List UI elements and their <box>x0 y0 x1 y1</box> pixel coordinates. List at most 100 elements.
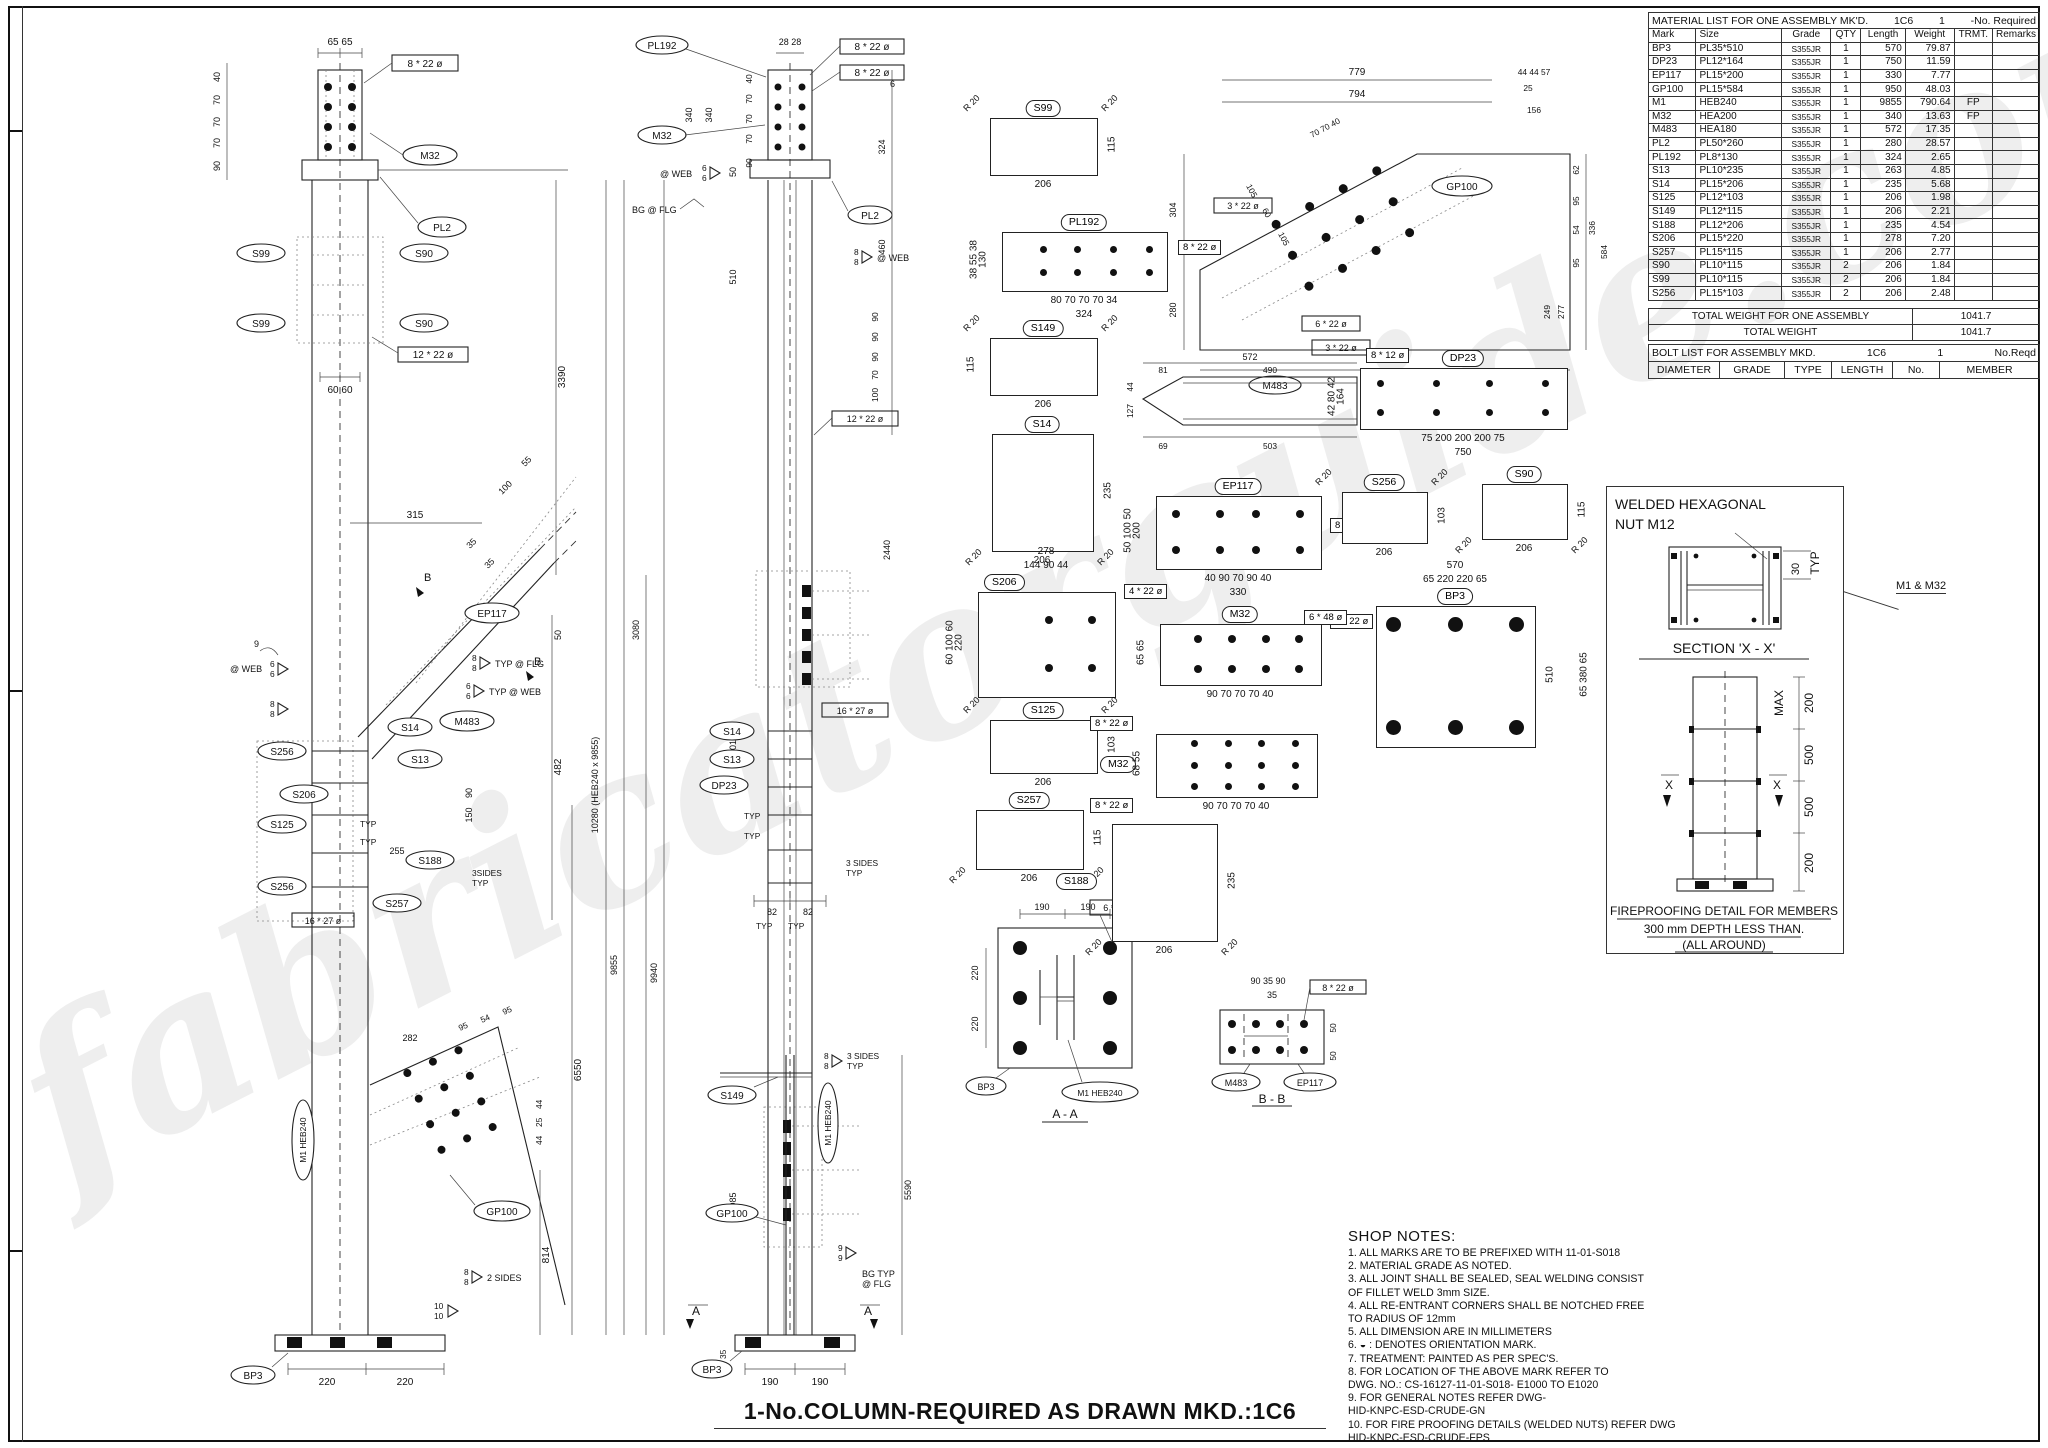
shop-note-item: 2. MATERIAL GRADE AS NOTED. <box>1348 1260 1512 1273</box>
svg-text:8 * 22 ø: 8 * 22 ø <box>854 68 889 79</box>
svg-text:95: 95 <box>1571 258 1581 268</box>
dimension: 235 <box>1226 872 1238 889</box>
svg-text:95: 95 <box>1571 196 1581 206</box>
svg-text:X: X <box>1773 778 1781 792</box>
svg-text:50: 50 <box>1328 1023 1338 1033</box>
svg-text:50: 50 <box>1328 1051 1338 1061</box>
svg-text:S149: S149 <box>720 1091 744 1102</box>
part-label: S149 <box>1022 320 1064 337</box>
svg-text:35: 35 <box>718 1349 728 1359</box>
svg-text:81: 81 <box>1158 365 1168 375</box>
svg-text:90 35 90: 90 35 90 <box>1250 976 1285 986</box>
bolt-hole <box>1541 408 1549 416</box>
dimension: 206 <box>1155 945 1173 956</box>
svg-text:35: 35 <box>482 556 496 570</box>
svg-text:SECTION 'X - X': SECTION 'X - X' <box>1673 640 1776 656</box>
section-b-b: 90 35 90 35 8 * 22 ø 50 50 M483 EP117 B … <box>1211 976 1367 1107</box>
bolt-hole <box>1088 616 1097 625</box>
section-xx-drawing: 30 TYP <box>1668 546 1822 630</box>
svg-text:WELDED HEXAGONAL: WELDED HEXAGONAL <box>1615 496 1766 512</box>
svg-text:54: 54 <box>479 1012 492 1025</box>
bolt-hole <box>1486 408 1494 416</box>
svg-text:M483: M483 <box>454 717 479 728</box>
bolt-hole <box>1171 546 1180 554</box>
bolt-hole <box>1258 739 1266 747</box>
top-dimensions: 65 65 40 70 70 70 90 <box>212 37 363 180</box>
brace: B B EP117 M483 315 55 100 35 35 88 TYP @… <box>350 454 577 760</box>
part-label: EP117 <box>1214 478 1262 495</box>
part-outline <box>1160 624 1322 686</box>
bolt-hole <box>1224 739 1232 747</box>
dimension: 750 <box>1454 447 1472 458</box>
svg-text:70: 70 <box>212 95 222 105</box>
bolt-hole <box>1194 665 1203 673</box>
svg-text:S257: S257 <box>385 899 409 910</box>
dimension: 206 <box>1034 777 1052 788</box>
svg-text:44 44 57: 44 44 57 <box>1518 67 1551 77</box>
bolt-hole <box>1385 616 1401 632</box>
sheet-frame <box>8 6 2040 1442</box>
svg-text:572: 572 <box>1242 352 1257 362</box>
m483-detail: M483 572 81 490 44 127 69 503 <box>1125 352 1358 451</box>
dimension: 42 80 42 <box>1326 377 1338 416</box>
svg-text:8 * 22 ø: 8 * 22 ø <box>854 42 889 53</box>
svg-text:55: 55 <box>519 454 533 468</box>
dimension: 115 <box>965 356 977 373</box>
mid-connection: S256 S14 S13 S206 S125 S188 S256 S257 16… <box>256 615 564 928</box>
svg-text:8: 8 <box>854 257 859 267</box>
svg-text:277: 277 <box>1556 305 1566 319</box>
svg-text:3 SIDES: 3 SIDES <box>846 858 879 868</box>
svg-text:156: 156 <box>1527 105 1541 115</box>
svg-text:M1 HEB240: M1 HEB240 <box>298 1117 308 1162</box>
svg-text:9: 9 <box>838 1243 843 1253</box>
bolt-list-table: BOLT LIST FOR ASSEMBLY MKD. 1C6 1 No.Req… <box>1648 344 2040 379</box>
material-list-title: MATERIAL LIST FOR ONE ASSEMBLY MK'D. <box>1652 14 1869 27</box>
svg-text:TYP: TYP <box>846 868 863 878</box>
bolt-annotation: 6 * 48 ø <box>1304 610 1348 625</box>
shop-notes-heading: SHOP NOTES: <box>1348 1228 1456 1245</box>
bolt-annotation: 8 * 22 ø <box>1178 240 1222 255</box>
drawing-title-wrap: 1-No.COLUMN-REQUIRED AS DRAWN MKD.:1C6 <box>560 1398 1480 1429</box>
svg-text:B: B <box>534 656 541 668</box>
bolt-hole <box>1110 269 1118 277</box>
part-label: S14 <box>1024 416 1060 433</box>
bolt-hole <box>1296 510 1305 518</box>
svg-text:TYP: TYP <box>756 921 773 931</box>
svg-text:90: 90 <box>870 332 880 342</box>
svg-text:GP100: GP100 <box>486 1207 518 1218</box>
svg-text:500: 500 <box>1802 797 1816 817</box>
shop-notes-list: 1. ALL MARKS ARE TO BE PREFIXED WITH 11-… <box>1348 1247 1798 1445</box>
fireproofing-column-drawing: X X MAX 200 500 500 200 <box>1661 671 1816 892</box>
svg-text:8: 8 <box>824 1061 829 1071</box>
elevation-side-view: PL192 28 28 8 * 22 ø 8 * 22 ø M32 @ WEB … <box>590 35 913 1388</box>
svg-text:9855: 9855 <box>609 955 619 975</box>
svg-text:70: 70 <box>744 134 754 144</box>
material-list-header-row: Mark Size Grade QTY Length Weight TRMT. … <box>1647 28 2041 43</box>
total-weight-assembly-label: TOTAL WEIGHT FOR ONE ASSEMBLY <box>1648 308 1913 325</box>
svg-text:8: 8 <box>854 247 859 257</box>
bolt-hole <box>1215 510 1224 518</box>
bolt-hole <box>1509 616 1525 632</box>
svg-text:50: 50 <box>553 630 563 640</box>
svg-text:PL2: PL2 <box>861 211 879 222</box>
bolt-hole <box>1194 635 1203 643</box>
svg-text:30: 30 <box>1790 563 1802 575</box>
svg-text:8: 8 <box>472 663 477 673</box>
shop-note-item: 5. ALL DIMENSION ARE IN MILLIMETERS <box>1348 1326 1552 1339</box>
svg-text:2 SIDES: 2 SIDES <box>487 1273 522 1283</box>
svg-text:FIREPROOFING DETAIL FOR MEMBER: FIREPROOFING DETAIL FOR MEMBERS <box>1610 904 1838 918</box>
bolt-hole <box>1039 245 1047 253</box>
bolt-hole <box>1215 546 1224 554</box>
svg-text:3 SIDES: 3 SIDES <box>847 1051 880 1061</box>
svg-text:A: A <box>692 1304 700 1318</box>
shop-note-item: 8. FOR LOCATION OF THE ABOVE MARK REFER … <box>1348 1365 1609 1392</box>
dimension: 206 <box>1020 873 1038 884</box>
